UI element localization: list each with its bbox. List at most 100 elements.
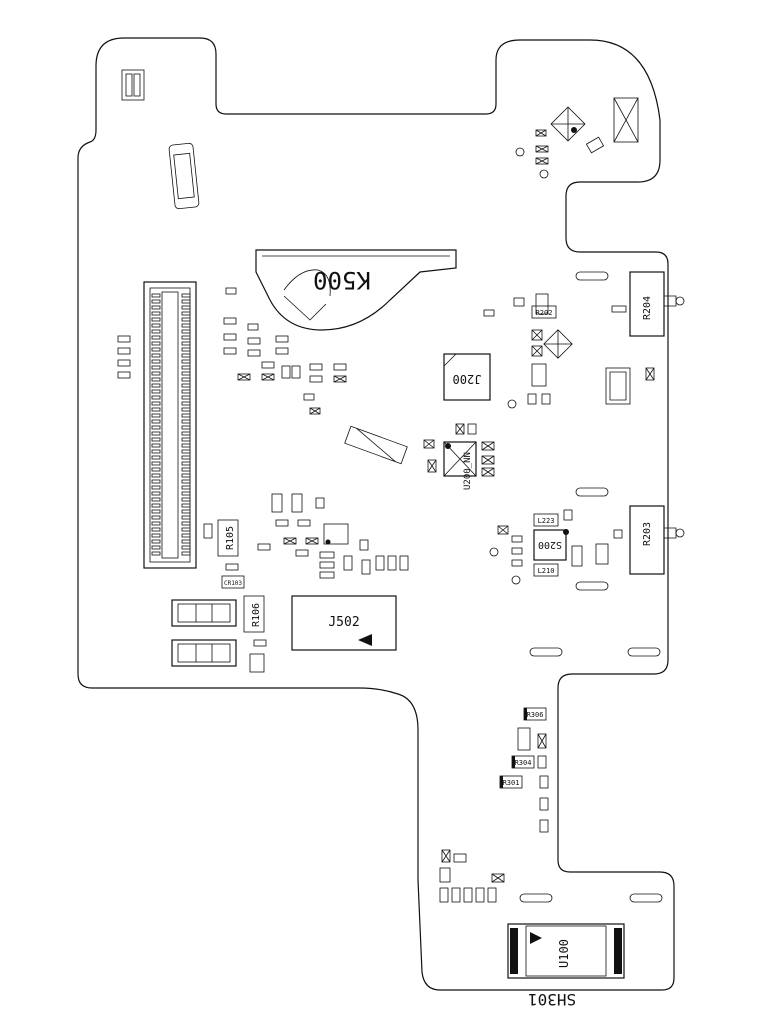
connector-pin <box>181 299 191 304</box>
passive-component <box>343 555 353 571</box>
passive-component <box>283 537 297 545</box>
l210-component: L210 <box>533 563 559 577</box>
passive-components <box>117 129 655 903</box>
connector-pin <box>151 455 161 460</box>
connector-pin <box>181 503 191 508</box>
passive-component <box>481 441 495 451</box>
connector-pin <box>151 533 161 538</box>
passive-component <box>453 853 467 863</box>
connector-pin <box>181 473 191 478</box>
passive-component <box>223 317 237 325</box>
connector-pin <box>181 479 191 484</box>
passive-component <box>261 373 275 381</box>
connector-pin <box>151 491 161 496</box>
connector-pin <box>151 413 161 418</box>
r203-label: R203 <box>642 522 653 546</box>
board-outline <box>77 37 675 991</box>
passive-component <box>117 347 131 355</box>
passive-component <box>539 775 549 789</box>
passive-component <box>315 497 325 509</box>
connector-pin <box>151 551 161 556</box>
connector-pin <box>181 413 191 418</box>
passive-component <box>275 347 289 355</box>
connector-pin <box>181 389 191 394</box>
connector-pin <box>151 407 161 412</box>
passive-component <box>291 365 301 379</box>
passive-component <box>117 359 131 367</box>
connector-pin <box>181 443 191 448</box>
connector-pin <box>181 437 191 442</box>
connector-pin <box>181 365 191 370</box>
connector-pin <box>151 305 161 310</box>
passive-component <box>257 543 271 551</box>
test-point <box>515 147 525 157</box>
passive-component <box>511 535 523 543</box>
connector-pin <box>181 347 191 352</box>
connector-pin <box>151 437 161 442</box>
connector-pin <box>151 389 161 394</box>
connector-pin <box>181 521 191 526</box>
passive-component <box>511 547 523 555</box>
passive-component <box>275 519 289 527</box>
passive-component <box>423 439 435 449</box>
connector-pin <box>151 299 161 304</box>
oval-slots <box>519 271 663 903</box>
s200-chip: S200 <box>533 529 569 561</box>
passive-component <box>223 347 237 355</box>
passive-component <box>271 493 283 513</box>
passive-component <box>309 375 323 383</box>
passive-component <box>247 349 261 357</box>
connector-pin <box>151 323 161 328</box>
connector-pin <box>151 497 161 502</box>
sh301-label: SH301 <box>528 990 576 1009</box>
passive-component <box>427 459 437 473</box>
connector-pin <box>151 461 161 466</box>
passive-component <box>275 335 289 343</box>
connector-pin <box>181 407 191 412</box>
k500-label: K500 <box>313 266 371 294</box>
passive-component <box>319 571 335 579</box>
connector-pin <box>151 395 161 400</box>
passive-component <box>527 393 537 405</box>
r304-label: R304 <box>515 759 532 767</box>
passive-component <box>237 373 251 381</box>
connector-pin <box>181 293 191 298</box>
j200-chip: J200 <box>443 353 491 401</box>
l223-label: L223 <box>538 517 555 525</box>
passive-component <box>517 727 531 751</box>
passive-component <box>481 467 495 477</box>
passive-component <box>497 525 509 535</box>
r106-label: R106 <box>251 603 262 627</box>
connector-pin <box>181 455 191 460</box>
passive-component <box>247 337 261 345</box>
connector-pin <box>151 311 161 316</box>
passive-component <box>451 887 461 903</box>
connector-pin <box>151 317 161 322</box>
passive-component <box>613 529 623 539</box>
passive-component <box>535 145 549 153</box>
large-b2b-connector <box>143 281 197 569</box>
connector-pin <box>181 353 191 358</box>
passive-component <box>261 361 275 369</box>
passive-component <box>455 423 465 435</box>
side-connector-1 <box>171 599 237 627</box>
side-connector-2 <box>171 639 237 667</box>
passive-component <box>117 371 131 379</box>
connector-pin <box>151 527 161 532</box>
passive-component <box>511 559 523 567</box>
j502-label: J502 <box>328 615 359 630</box>
test-point <box>489 547 499 557</box>
connector-pin <box>151 419 161 424</box>
passive-component <box>539 797 549 811</box>
u100-component: U100 <box>507 923 625 979</box>
passive-component <box>253 639 267 647</box>
passive-component <box>483 309 495 317</box>
r105-label: R105 <box>225 526 236 550</box>
connector-pin <box>151 359 161 364</box>
passive-component <box>535 293 549 315</box>
connector-pin <box>151 521 161 526</box>
r301-component: R301 <box>499 775 523 789</box>
passive-component <box>333 363 347 371</box>
passive-component <box>117 335 131 343</box>
passive-component <box>571 545 583 567</box>
